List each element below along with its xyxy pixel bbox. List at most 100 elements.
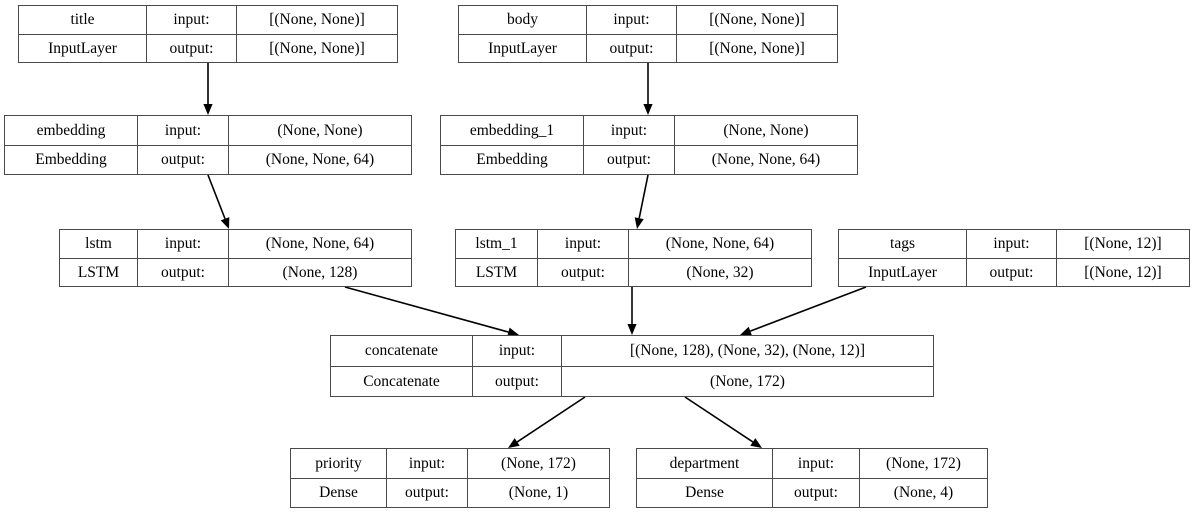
node-input-shape: [(None, None)] (269, 11, 365, 28)
edge-line (749, 286, 867, 332)
node-layer-name: lstm (60, 230, 138, 258)
node-layer-class: Dense (637, 478, 773, 507)
node-output-shape: (None, None, 64) (711, 151, 821, 168)
edge-line (516, 396, 586, 443)
node-input-label: input: (587, 6, 677, 34)
node-output-label: output: (538, 258, 629, 286)
node-output-shape: [(None, None)] (709, 39, 805, 57)
edge-embedding-to-lstm (207, 174, 230, 229)
edge-arrowhead (627, 324, 637, 335)
node-input-shape: [(None, 128), (None, 32), (None, 12)] (629, 342, 865, 359)
node-layer-name: priority (291, 449, 387, 478)
edge-arrowhead (750, 438, 762, 448)
node-input-label: input: (473, 336, 562, 366)
node-input-shape: (None, None, 64) (265, 235, 375, 252)
node-input-shape: (None, None) (723, 121, 809, 139)
node-layer-name: concatenate (331, 336, 473, 366)
node-layer-class: Dense (291, 478, 387, 507)
node-layer-class: Concatenate (331, 366, 473, 396)
node-input-shape: (None, 172) (886, 454, 961, 472)
node-layer-name: title (19, 6, 147, 34)
node-input-label: input: (967, 230, 1057, 258)
node-layer-class: Embedding (441, 145, 584, 174)
node-layer-class: InputLayer (19, 34, 147, 62)
node-layer-name: body (459, 6, 587, 34)
node-output-shape: (None, None, 64) (265, 151, 375, 168)
node-input-shape: [(None, 12)] (1084, 235, 1162, 252)
node-output-shape: (None, 4) (893, 484, 954, 501)
edge-arrowhead (634, 217, 644, 229)
edge-arrowhead (643, 104, 653, 115)
node-output-label: output: (773, 478, 860, 507)
node-output-shape: [(None, 12)] (1084, 263, 1162, 281)
node-output-label: output: (587, 34, 677, 62)
node-input-shape: [(None, None)] (709, 11, 805, 28)
node-input-label: input: (773, 449, 860, 478)
node-input-label: input: (138, 230, 229, 258)
node-input-label: input: (387, 449, 468, 478)
node-output-shape: (None, 32) (686, 263, 754, 281)
node-input-shape: (None, None, 64) (665, 235, 775, 252)
node-output-shape: (None, 172) (710, 372, 785, 390)
node-input-shape: (None, None) (277, 121, 363, 139)
edge-tags-to-concatenate (740, 286, 867, 336)
node-layer-class: InputLayer (459, 34, 587, 62)
edge-line (207, 174, 226, 220)
node-input-shape: (None, 172) (501, 454, 576, 472)
edge-concatenate-to-department (684, 396, 762, 448)
node-layer-class: LSTM (60, 258, 138, 286)
node-layer-name: lstm_1 (456, 230, 538, 258)
node-layer-class: InputLayer (839, 258, 967, 286)
edge-line (684, 396, 754, 443)
edge-arrowhead (220, 217, 230, 229)
node-output-label: output: (473, 366, 562, 396)
edge-lstm-to-concatenate (344, 286, 519, 337)
edge-line (638, 174, 649, 219)
node-output-label: output: (138, 145, 229, 174)
edge-concatenate-to-priority (508, 396, 586, 448)
node-layer-class: LSTM (456, 258, 538, 286)
node-output-label: output: (138, 258, 229, 286)
node-output-label: output: (584, 145, 675, 174)
edge-lstm_1-to-concatenate (627, 287, 637, 335)
node-layer-name: department (637, 449, 773, 478)
edge-arrowhead (203, 104, 213, 115)
node-output-label: output: (387, 478, 468, 507)
node-layer-name: embedding (5, 116, 138, 145)
node-layer-name: tags (839, 230, 967, 258)
node-input-label: input: (147, 6, 237, 34)
node-layer-name: embedding_1 (441, 116, 584, 145)
edge-title-to-embedding (203, 63, 213, 115)
edge-line (344, 286, 509, 333)
node-input-label: input: (584, 116, 675, 145)
